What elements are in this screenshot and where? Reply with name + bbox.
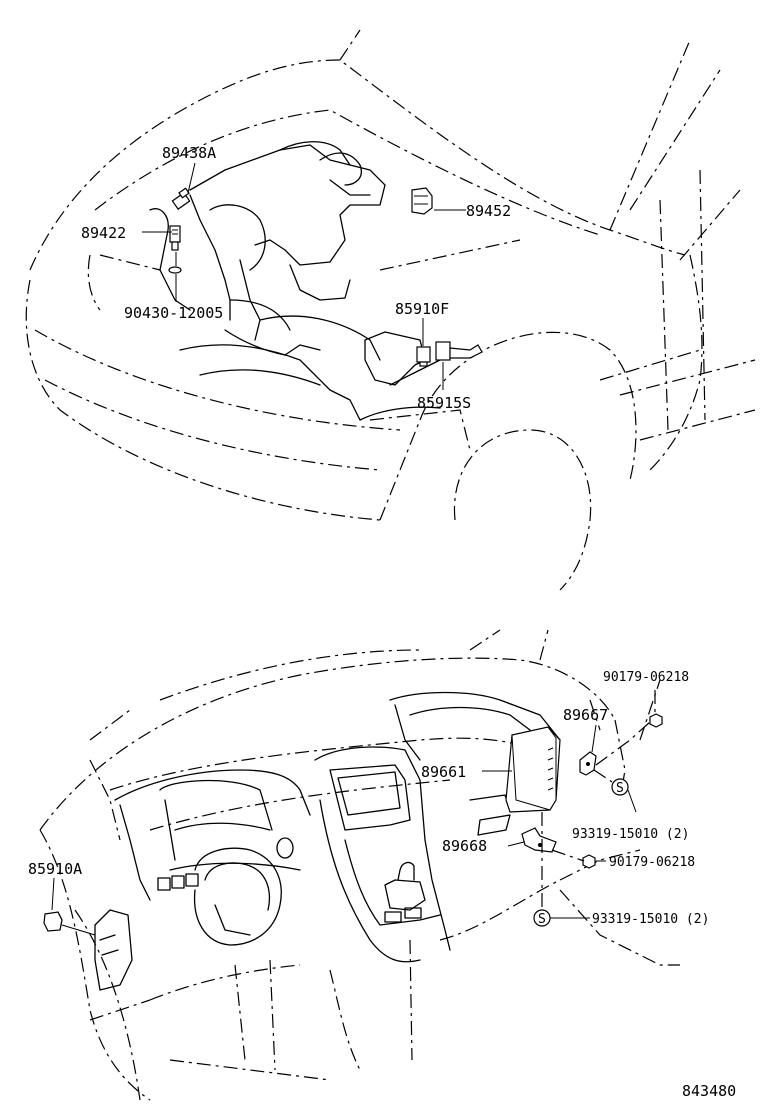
top-leader-lines [142,162,466,390]
bolt-93319-lower: S [533,909,551,927]
label-89667: 89667 [563,706,608,724]
bolt-93319-upper: S [611,778,629,796]
relay-85915S [435,341,483,361]
bracket-89668 [521,827,557,853]
sensor-89438A [171,187,191,210]
label-89661: 89661 [421,763,466,781]
sensor-89422 [169,225,181,251]
bracket-89667 [579,751,597,776]
nut-90179-lower [582,854,596,869]
label-90179-06218-upper: 90179-06218 [603,670,689,685]
diagram-number: 843480 [682,1082,736,1100]
label-93319-15010-lower: 93319-15010 (2) [592,912,709,927]
nut-90179-upper [649,713,663,728]
label-89438A: 89438A [162,144,216,162]
part-labels: 89438A 89422 90430-12005 89452 85910F 85… [28,144,736,1100]
ecu-89661 [505,726,561,813]
svg-text:S: S [616,781,624,796]
svg-text:S: S [538,912,546,927]
label-89668: 89668 [442,837,487,855]
dashboard-illustration: S S [39,629,680,1101]
label-93319-15010-upper: 93319-15010 (2) [572,827,689,842]
relay-85910F [416,346,431,367]
label-85915S: 85915S [417,394,471,412]
engine-compartment-illustration [25,29,756,591]
relay-85910A [43,911,63,932]
label-85910F: 85910F [395,300,449,318]
label-85910A: 85910A [28,860,82,878]
label-90430-12005: 90430-12005 [124,304,223,322]
label-89422: 89422 [81,224,126,242]
label-89452: 89452 [466,202,511,220]
label-90179-06218-lower: 90179-06218 [609,855,695,870]
sensor-89452 [411,187,433,215]
bottom-leader-lines [51,690,656,936]
gasket-90430 [168,266,182,274]
